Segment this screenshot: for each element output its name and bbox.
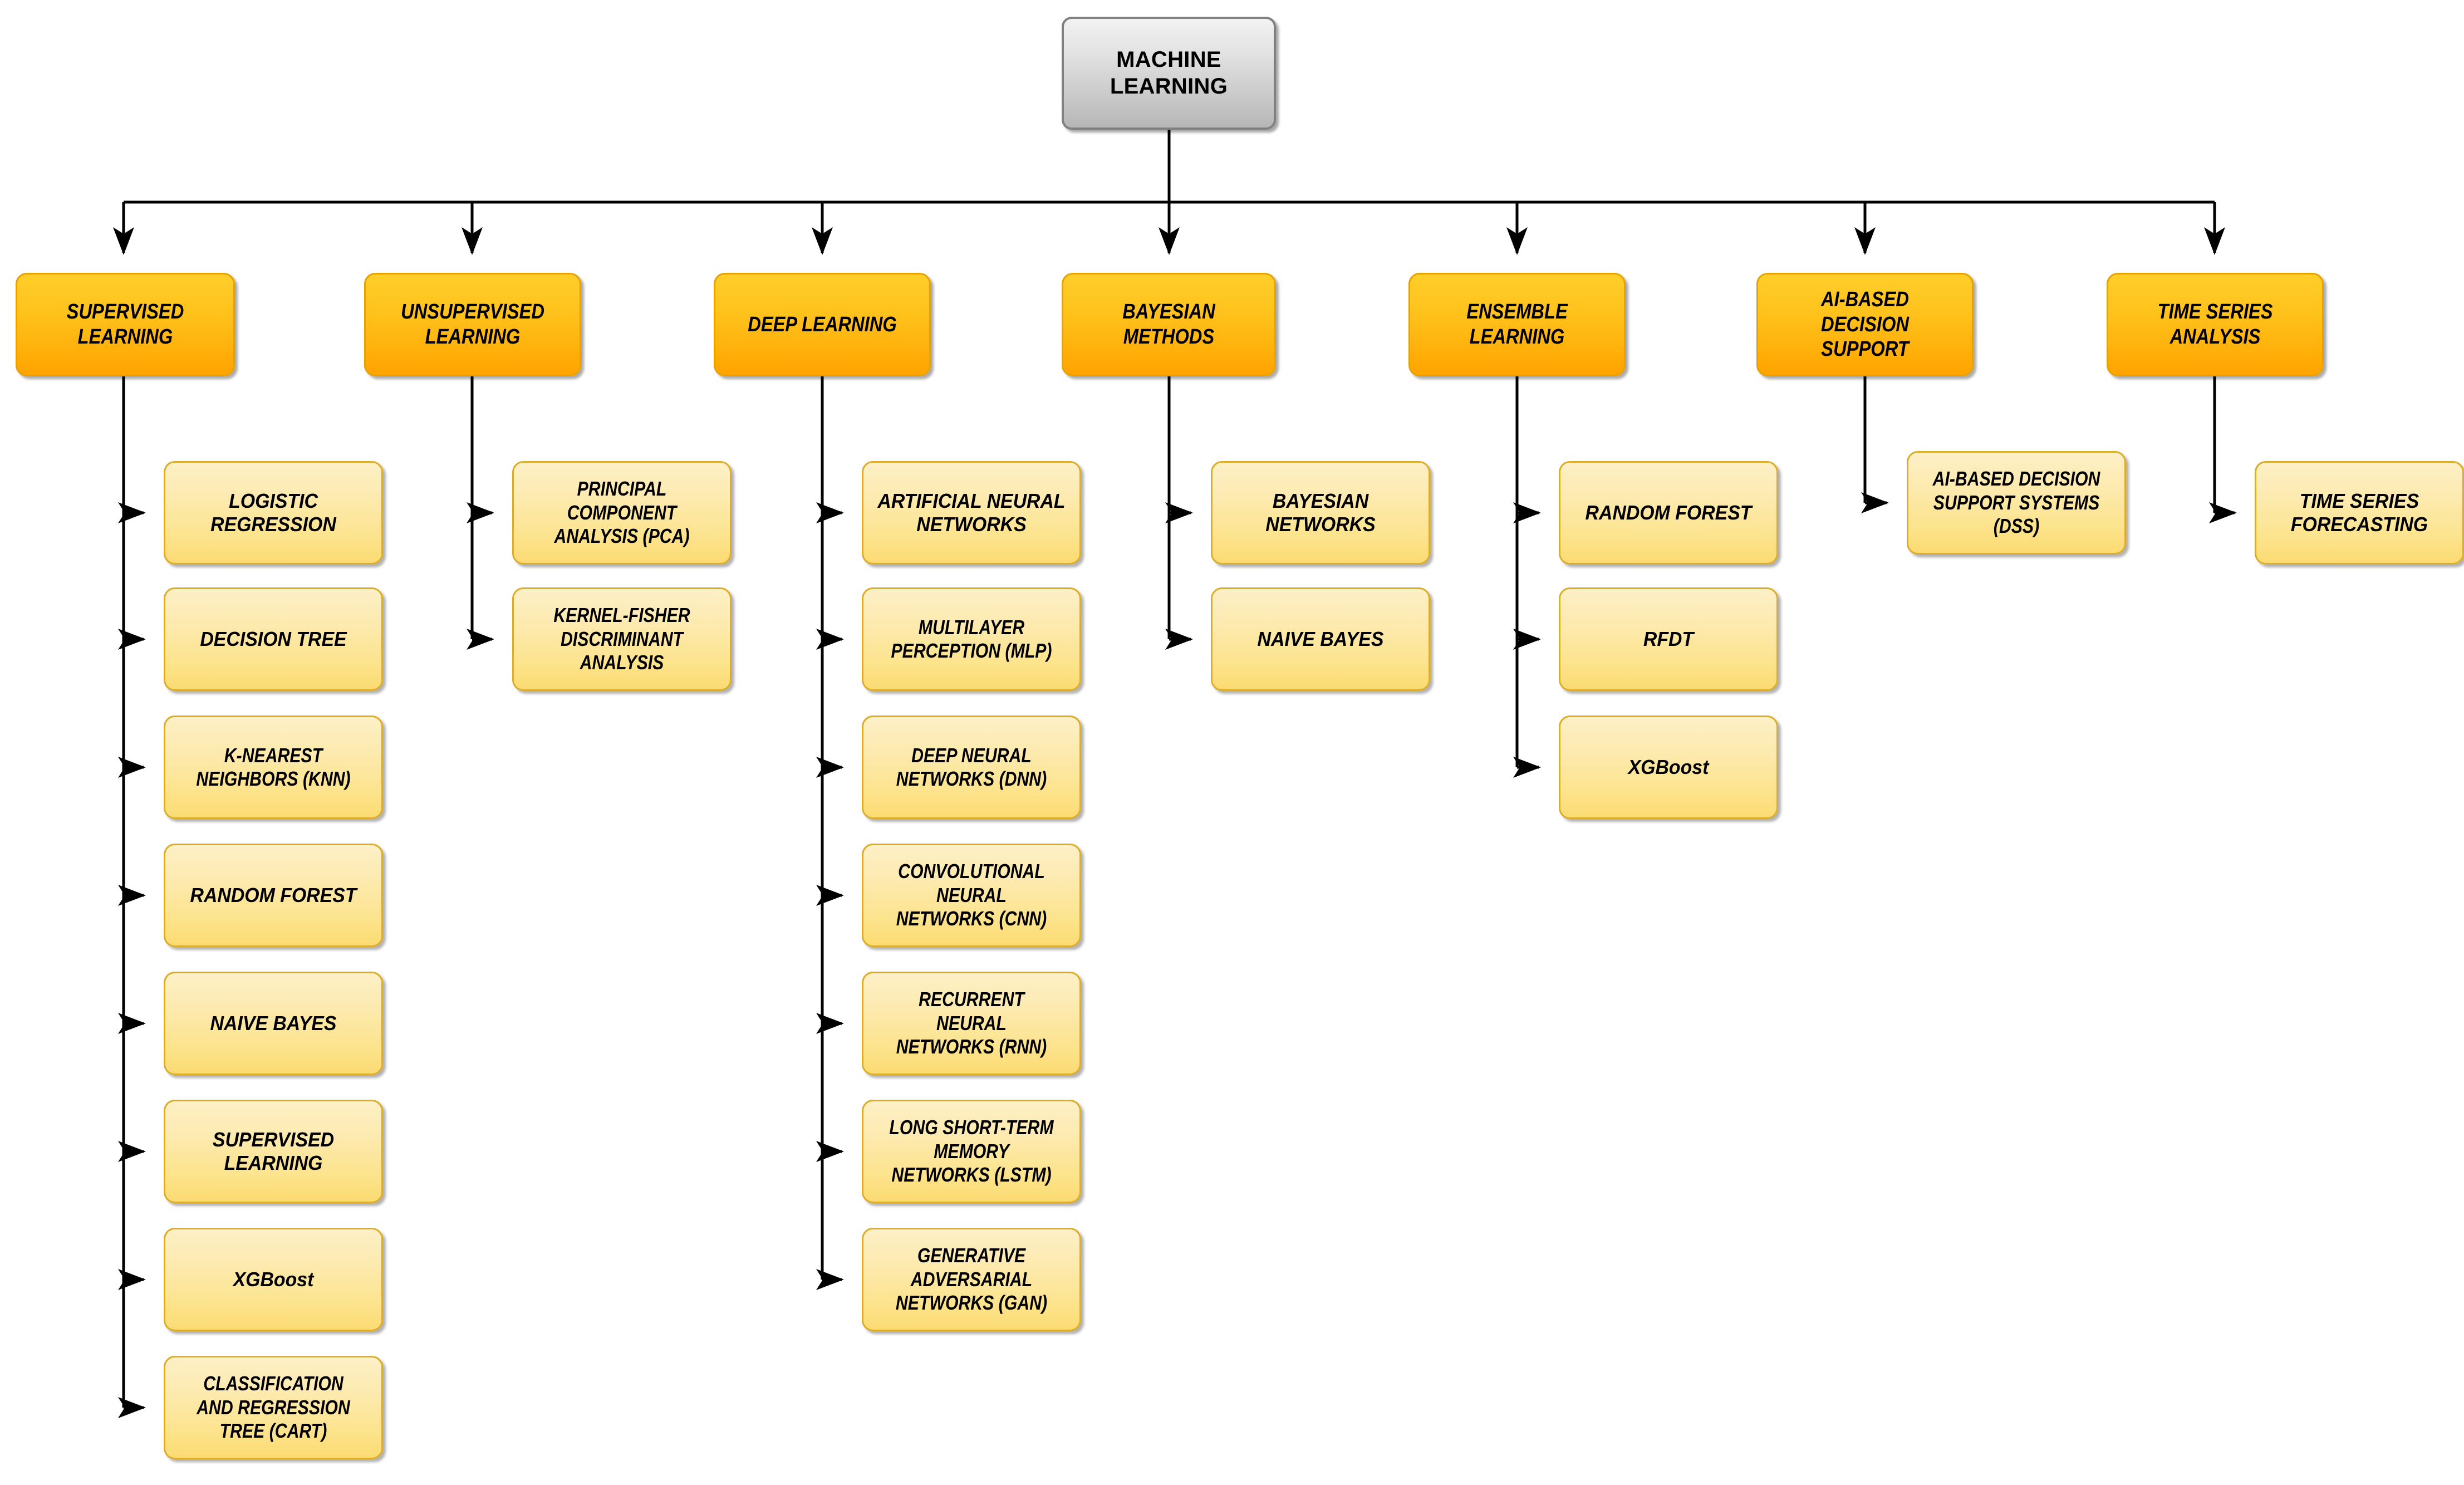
node-xgboost-supervised-label: XGBoost <box>233 1267 314 1291</box>
node-multilayer-perception-label: MULTILAYER PERCEPTION (MLP) <box>891 615 1052 662</box>
node-deep-learning[interactable]: DEEP LEARNING <box>714 273 931 376</box>
node-decision-support-systems[interactable]: AI-BASED DECISION SUPPORT SYSTEMS (DSS) <box>1907 451 2126 555</box>
node-naive-bayes-supervised[interactable]: NAIVE BAYES <box>164 972 383 1075</box>
node-naive-bayes[interactable]: NAIVE BAYES <box>1211 587 1430 691</box>
node-decision-tree[interactable]: DECISION TREE <box>164 587 383 691</box>
node-classification-regression-tree-label: CLASSIFICATION AND REGRESSION TREE (CART… <box>197 1372 350 1443</box>
node-time-series-forecasting-label: TIME SERIES FORECASTING <box>2290 489 2428 536</box>
node-random-forest-supervised[interactable]: RANDOM FOREST <box>164 844 383 947</box>
node-recurrent-neural-networks[interactable]: RECURRENT NEURAL NETWORKS (RNN) <box>862 972 1081 1075</box>
node-principal-component-analysis-label: PRINCIPAL COMPONENT ANALYSIS (PCA) <box>554 477 690 548</box>
node-ensemble-learning-label: ENSEMBLE LEARNING <box>1466 300 1568 349</box>
node-long-short-term-memory-label: LONG SHORT-TERM MEMORY NETWORKS (LSTM) <box>889 1116 1054 1187</box>
node-deep-learning-label: DEEP LEARNING <box>748 312 897 336</box>
node-generative-adversarial-networks-label: GENERATIVE ADVERSARIAL NETWORKS (GAN) <box>895 1244 1048 1315</box>
node-machine-learning-label: MACHINE LEARNING <box>1110 47 1228 99</box>
node-generative-adversarial-networks[interactable]: GENERATIVE ADVERSARIAL NETWORKS (GAN) <box>862 1228 1081 1331</box>
node-bayesian-methods-label: BAYESIAN METHODS <box>1122 300 1215 349</box>
node-xgboost-supervised[interactable]: XGBoost <box>164 1228 383 1331</box>
node-logistic-regression-label: LOGISTIC REGRESSION <box>210 489 336 536</box>
node-kernel-fisher-discriminant[interactable]: KERNEL-FISHER DISCRIMINANT ANALYSIS <box>512 587 732 691</box>
node-supervised-learning[interactable]: SUPERVISED LEARNING <box>16 273 235 376</box>
node-convolutional-neural-networks[interactable]: CONVOLUTIONAL NEURAL NETWORKS (CNN) <box>862 844 1081 947</box>
node-decision-support-systems-label: AI-BASED DECISION SUPPORT SYSTEMS (DSS) <box>1932 467 2100 538</box>
node-naive-bayes-label: NAIVE BAYES <box>1257 627 1384 650</box>
node-k-nearest-neighbors-label: K-NEAREST NEIGHBORS (KNN) <box>196 743 351 790</box>
node-machine-learning[interactable]: MACHINE LEARNING <box>1062 17 1276 130</box>
node-unsupervised-learning[interactable]: UNSUPERVISED LEARNING <box>364 273 581 376</box>
node-ai-based-decision-support-label: AI-BASED DECISION SUPPORT <box>1821 287 1909 361</box>
node-logistic-regression[interactable]: LOGISTIC REGRESSION <box>164 461 383 565</box>
node-ensemble-learning[interactable]: ENSEMBLE LEARNING <box>1408 273 1626 376</box>
node-supervised-learning-leaf[interactable]: SUPERVISED LEARNING <box>164 1100 383 1203</box>
node-recurrent-neural-networks-label: RECURRENT NEURAL NETWORKS (RNN) <box>896 988 1047 1058</box>
node-time-series-forecasting[interactable]: TIME SERIES FORECASTING <box>2255 461 2464 565</box>
node-ai-based-decision-support[interactable]: AI-BASED DECISION SUPPORT <box>1756 273 1974 376</box>
node-random-forest-label: RANDOM FOREST <box>1585 501 1752 524</box>
node-deep-neural-networks[interactable]: DEEP NEURAL NETWORKS (DNN) <box>862 715 1081 819</box>
node-time-series-analysis-label: TIME SERIES ANALYSIS <box>2157 300 2273 349</box>
node-classification-regression-tree[interactable]: CLASSIFICATION AND REGRESSION TREE (CART… <box>164 1356 383 1459</box>
node-multilayer-perception[interactable]: MULTILAYER PERCEPTION (MLP) <box>862 587 1081 691</box>
node-supervised-learning-label: SUPERVISED LEARNING <box>66 300 184 349</box>
node-bayesian-networks-label: BAYESIAN NETWORKS <box>1265 489 1376 536</box>
connector-lines <box>112 130 2237 1419</box>
node-random-forest[interactable]: RANDOM FOREST <box>1559 461 1778 565</box>
node-naive-bayes-supervised-label: NAIVE BAYES <box>210 1011 337 1035</box>
node-artificial-neural-networks-label: ARTIFICIAL NEURAL NETWORKS <box>877 489 1066 536</box>
node-random-forest-supervised-label: RANDOM FOREST <box>190 883 357 906</box>
node-unsupervised-learning-label: UNSUPERVISED LEARNING <box>401 300 544 349</box>
node-convolutional-neural-networks-label: CONVOLUTIONAL NEURAL NETWORKS (CNN) <box>896 860 1047 930</box>
node-principal-component-analysis[interactable]: PRINCIPAL COMPONENT ANALYSIS (PCA) <box>512 461 732 565</box>
node-supervised-learning-leaf-label: SUPERVISED LEARNING <box>212 1128 335 1174</box>
node-rfdt[interactable]: RFDT <box>1559 587 1778 691</box>
node-bayesian-methods[interactable]: BAYESIAN METHODS <box>1062 273 1276 376</box>
node-deep-neural-networks-label: DEEP NEURAL NETWORKS (DNN) <box>896 743 1047 790</box>
node-decision-tree-label: DECISION TREE <box>200 627 347 650</box>
node-xgboost-label: XGBoost <box>1628 755 1709 778</box>
node-rfdt-label: RFDT <box>1643 627 1694 650</box>
node-k-nearest-neighbors[interactable]: K-NEAREST NEIGHBORS (KNN) <box>164 715 383 819</box>
node-artificial-neural-networks[interactable]: ARTIFICIAL NEURAL NETWORKS <box>862 461 1081 565</box>
node-xgboost[interactable]: XGBoost <box>1559 715 1778 819</box>
node-time-series-analysis[interactable]: TIME SERIES ANALYSIS <box>2107 273 2324 376</box>
node-long-short-term-memory[interactable]: LONG SHORT-TERM MEMORY NETWORKS (LSTM) <box>862 1100 1081 1203</box>
node-bayesian-networks[interactable]: BAYESIAN NETWORKS <box>1211 461 1430 565</box>
node-kernel-fisher-discriminant-label: KERNEL-FISHER DISCRIMINANT ANALYSIS <box>553 604 690 674</box>
